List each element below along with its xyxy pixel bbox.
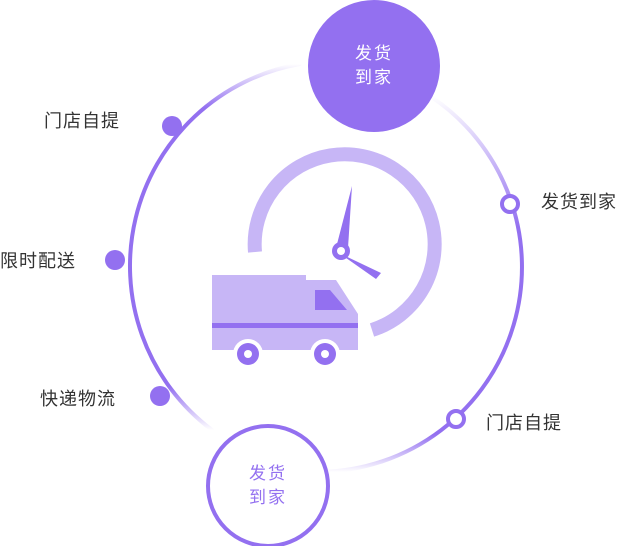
ring-arc-left [127, 62, 302, 432]
node-dot-right-bottom [446, 409, 466, 429]
node-label-left-mid: 限时配送 [0, 251, 76, 272]
node-dot-right-top [500, 194, 520, 214]
top-badge-text: 发货 到家 [334, 42, 414, 90]
node-label-left-bottom: 快递物流 [40, 389, 116, 410]
node-dot-left-top [162, 116, 182, 136]
bottom-badge-line2: 到家 [249, 488, 287, 508]
node-label-right-bottom: 门店自提 [486, 413, 562, 434]
bottom-badge-line1: 发货 [249, 464, 287, 484]
ring-arc-right [318, 94, 524, 474]
delivery-truck-clock-icon [212, 147, 442, 369]
clock-hands-icon [332, 186, 381, 279]
truck-icon [212, 275, 358, 369]
node-dot-left-bottom [150, 386, 170, 406]
node-label-right-top: 发货到家 [541, 192, 617, 213]
bottom-badge-circle [206, 424, 330, 546]
node-dot-left-mid [105, 250, 125, 270]
top-badge-circle [308, 0, 440, 132]
bottom-badge-text: 发货 到家 [228, 462, 308, 510]
top-badge-line1: 发货 [355, 44, 393, 64]
top-badge-line2: 到家 [355, 68, 393, 88]
node-label-left-top: 门店自提 [44, 111, 120, 132]
